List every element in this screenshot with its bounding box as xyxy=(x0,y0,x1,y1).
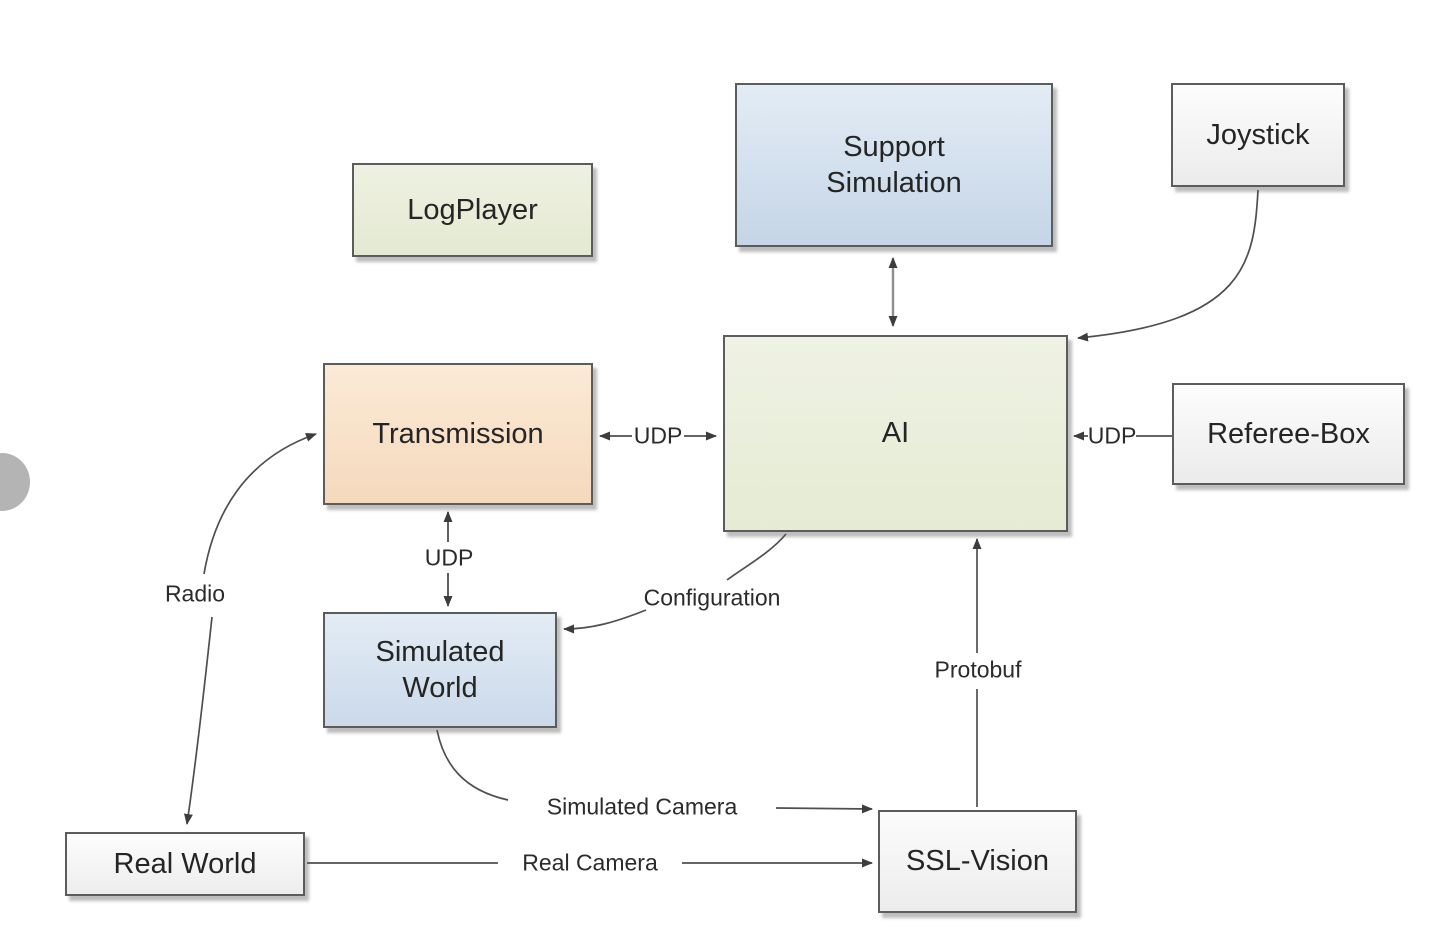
node-transmission: Transmission xyxy=(323,363,593,505)
node-joystick-label: Joystick xyxy=(1206,118,1310,151)
edge-label-radio: Radio xyxy=(164,580,226,607)
node-ssl-vision: SSL-Vision xyxy=(878,810,1077,913)
edge-label-udp-transmission-ai: UDP xyxy=(633,422,683,449)
edge-config-a xyxy=(726,533,787,581)
node-transmission-label: Transmission xyxy=(372,417,544,450)
edge-simcam-b xyxy=(775,804,873,814)
node-referee-box-label: Referee-Box xyxy=(1207,417,1370,450)
edge-joystick-ai xyxy=(1077,189,1259,342)
node-ai: AI xyxy=(723,335,1068,532)
left-edge-nav-handle[interactable] xyxy=(0,453,30,511)
node-simulated-world: Simulated World xyxy=(323,612,557,728)
edge-label-simulated-camera: Simulated Camera xyxy=(546,793,738,820)
node-real-world-label: Real World xyxy=(113,847,257,880)
node-support-simulation: Support Simulation xyxy=(735,83,1053,247)
node-joystick: Joystick xyxy=(1171,83,1345,187)
node-ssl-vision-label: SSL-Vision xyxy=(906,845,1049,878)
edge-radio-a xyxy=(203,433,317,575)
edge-label-protobuf: Protobuf xyxy=(934,656,1022,683)
node-logplayer-label: LogPlayer xyxy=(407,193,538,226)
node-referee-box: Referee-Box xyxy=(1172,383,1405,485)
node-real-world: Real World xyxy=(65,832,305,896)
edge-radio-b xyxy=(183,616,213,825)
node-logplayer: LogPlayer xyxy=(352,163,593,257)
edge-label-udp-transmission-simworld: UDP xyxy=(424,544,474,571)
edge-label-configuration: Configuration xyxy=(643,584,781,611)
edge-label-real-camera: Real Camera xyxy=(522,849,658,876)
edge-label-udp-ai-refereebox: UDP xyxy=(1087,422,1137,449)
node-simulated-world-label: Simulated World xyxy=(375,635,505,704)
edge-config-b xyxy=(563,609,647,634)
edge-simcam-a xyxy=(436,729,509,801)
node-ai-label: AI xyxy=(881,417,910,450)
node-support-simulation-label: Support Simulation xyxy=(826,130,962,199)
